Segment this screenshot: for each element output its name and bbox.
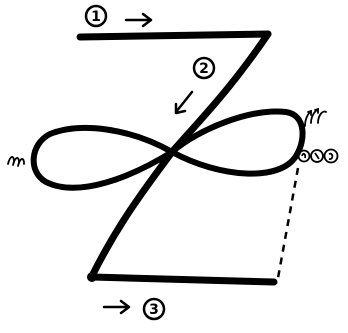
bottom-stroke [92,277,274,282]
dashed-guide [278,168,298,278]
bottom-start-dot [87,272,97,282]
arrow-right-icon [126,14,151,26]
step-1-marker: 1 [86,6,106,26]
motion-lines-icon [8,157,24,166]
step-3-number: 3 [149,302,159,318]
step-2-number: 2 [199,61,209,77]
arrow-down-left-icon [176,92,192,113]
small-circles-icon [299,150,338,163]
step-2-marker: 2 [194,58,214,78]
step-1-number: 1 [91,9,101,25]
arrow-right-icon [104,301,129,313]
top-stroke [80,34,268,37]
motion-lines-icon [305,109,326,126]
step-3-marker: 3 [144,299,164,319]
figure-eight-loop [34,111,303,187]
